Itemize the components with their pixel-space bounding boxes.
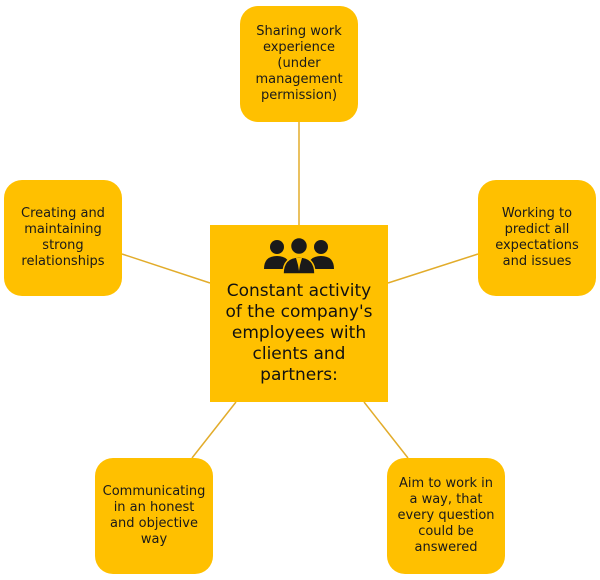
node-top-text: Sharing work experience (under managemen…: [255, 24, 343, 103]
connector-right: [387, 253, 479, 284]
people-group-icon: [264, 236, 334, 275]
node-bottom-left: Communicating in an honest and objective…: [95, 458, 213, 574]
center-node: Constant activity of the company's emplo…: [210, 225, 388, 402]
connector-bottom-left: [191, 401, 237, 459]
connector-bottom-right: [363, 401, 409, 459]
node-right-text: Working to predict all expectations and …: [495, 206, 579, 269]
node-bottom-right-text: Aim to work in a way, that every questio…: [397, 476, 495, 555]
node-left: Creating and maintaining strong relation…: [4, 180, 122, 296]
node-left-text: Creating and maintaining strong relation…: [21, 206, 105, 269]
center-title: Constant activity of the company's emplo…: [225, 281, 373, 385]
node-top: Sharing work experience (under managemen…: [240, 6, 358, 122]
node-right: Working to predict all expectations and …: [478, 180, 596, 296]
node-bottom-right: Aim to work in a way, that every questio…: [387, 458, 505, 574]
connector-left: [121, 253, 211, 284]
node-bottom-left-text: Communicating in an honest and objective…: [102, 484, 206, 547]
